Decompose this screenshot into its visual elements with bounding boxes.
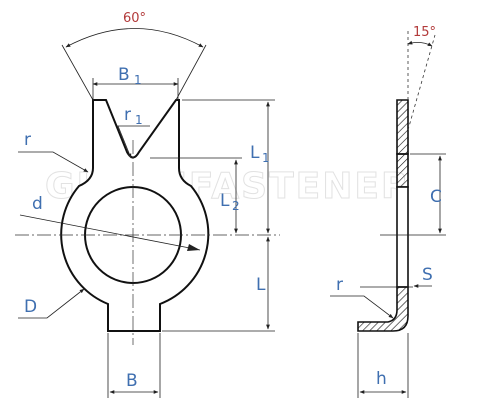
leader-r-left [18, 151, 89, 173]
label-l1: L [250, 143, 260, 163]
label-h: h [376, 369, 387, 389]
label-b1: B [118, 65, 130, 85]
angle-15-label: 15° [413, 25, 436, 40]
angle-extension-right [175, 44, 207, 101]
leader-r1 [117, 125, 150, 159]
label-l1-sub: 1 [262, 151, 270, 165]
label-d: d [32, 194, 43, 214]
side-body-hatched [396, 153, 409, 188]
label-b1-sub: 1 [134, 73, 142, 87]
side-tab-top [396, 99, 409, 155]
label-L: L [256, 275, 266, 295]
leader-d [19, 214, 201, 251]
label-D: D [24, 297, 37, 317]
label-r1-sub: 1 [135, 113, 143, 127]
leader-D [18, 288, 85, 319]
side-body [396, 186, 409, 288]
angle-60-label: 60° [123, 11, 146, 26]
label-r1: r [124, 105, 131, 125]
label-S: S [422, 265, 433, 285]
angle-15-arc [407, 40, 433, 47]
label-l2-sub: 2 [232, 199, 240, 213]
leader-r-right [330, 295, 394, 319]
label-l2: L [220, 191, 230, 211]
side-bottom-leg [357, 286, 409, 332]
label-r-left: r [24, 130, 31, 150]
label-C: C [430, 187, 442, 207]
angle-60-arc [65, 28, 204, 48]
angle-extension-left [61, 44, 94, 101]
label-B: B [126, 371, 138, 391]
label-r-right: r [336, 275, 343, 295]
leader-d-arrow [187, 244, 200, 251]
bend-angle-line [407, 34, 436, 131]
